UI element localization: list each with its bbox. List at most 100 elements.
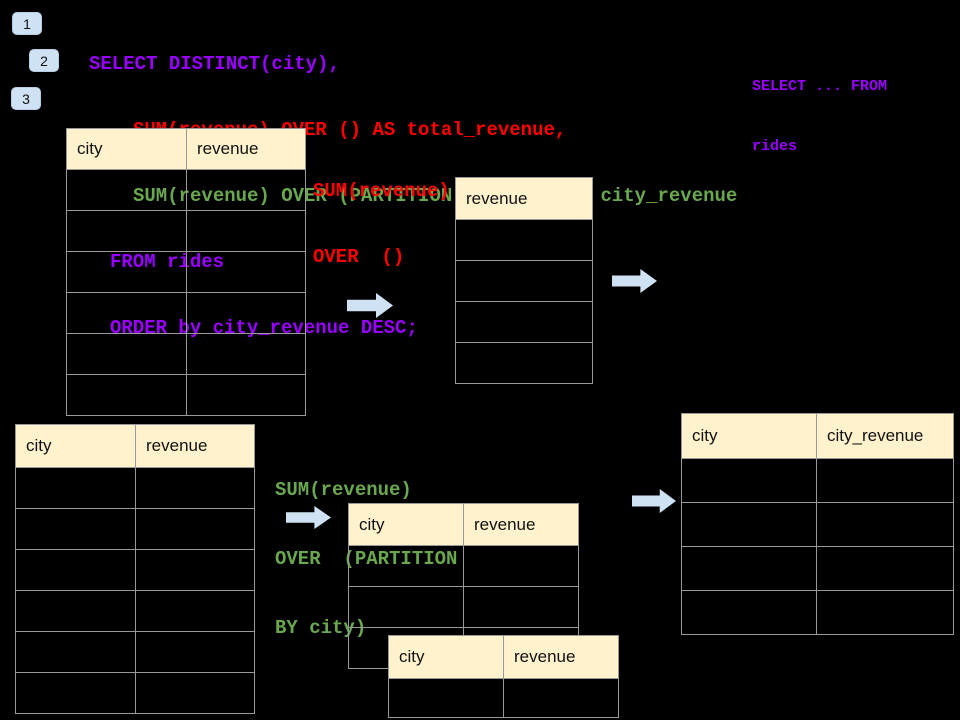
column-header-city-revenue: city_revenue xyxy=(827,426,924,445)
annotation-city-revenue: SUM(revenue) OVER (PARTITION BY city) xyxy=(275,433,457,686)
table-row xyxy=(16,672,254,713)
table-row xyxy=(16,467,254,508)
column-header-city: city xyxy=(682,414,817,458)
table-header-row: city revenue xyxy=(389,636,618,678)
table-cell xyxy=(16,550,136,590)
table-cell xyxy=(187,334,305,374)
table-cell xyxy=(682,591,817,634)
arrow-right-icon xyxy=(347,293,393,318)
table-cell xyxy=(504,679,618,717)
table-cell xyxy=(16,632,136,672)
table-cell xyxy=(349,546,464,586)
table-cell xyxy=(187,170,305,210)
table-row xyxy=(16,508,254,549)
table-header-row: city city_revenue xyxy=(682,414,953,458)
table-cell xyxy=(456,261,592,301)
table-cell xyxy=(67,334,187,374)
annotation-partition-line-3: BY city) xyxy=(275,617,367,639)
step-badge-1: 1 xyxy=(12,12,42,35)
step-badge-2: 2 xyxy=(29,49,59,72)
table-partition-front: city revenue xyxy=(348,503,579,669)
table-cell xyxy=(136,468,254,508)
arrow-right-icon xyxy=(286,506,331,529)
step-badge-3: 3 xyxy=(11,87,41,110)
table-row xyxy=(67,210,305,251)
table-cell xyxy=(817,547,953,590)
table-row xyxy=(456,260,592,301)
table-cell xyxy=(389,679,504,717)
table-cell xyxy=(456,302,592,342)
table-cell xyxy=(464,587,578,627)
column-header-revenue: revenue xyxy=(474,514,536,534)
table-cell xyxy=(349,587,464,627)
annotation-total-revenue: SUM(revenue) OVER () xyxy=(313,136,450,312)
table-row xyxy=(349,586,578,627)
table-partition-back: city revenue xyxy=(388,635,619,718)
sql-line-select: SELECT DISTINCT(city), xyxy=(89,53,340,75)
column-header-revenue: revenue xyxy=(514,647,576,666)
table-row xyxy=(389,678,618,717)
column-header-city: city xyxy=(389,636,504,678)
table-source-top: city revenue xyxy=(66,128,306,416)
table-cell xyxy=(67,293,187,333)
table-row xyxy=(349,545,578,586)
table-cell xyxy=(136,550,254,590)
table-row xyxy=(16,590,254,631)
column-header-city: city xyxy=(16,425,136,467)
table-cell xyxy=(16,509,136,549)
table-cell xyxy=(464,546,578,586)
table-cell xyxy=(187,211,305,251)
table-cell xyxy=(187,293,305,333)
table-cell xyxy=(682,459,817,502)
table-row xyxy=(67,169,305,210)
side-note: SELECT ... FROM rides xyxy=(752,37,887,197)
arrow-right-icon xyxy=(612,269,657,293)
table-row xyxy=(67,333,305,374)
table-total-revenue-result: revenue xyxy=(455,177,593,384)
table-cell xyxy=(136,632,254,672)
column-header-city: city xyxy=(349,504,464,545)
sql-line-from: FROM rides xyxy=(110,251,225,273)
table-cell xyxy=(817,503,953,546)
table-header-row: city revenue xyxy=(349,504,578,545)
table-cell xyxy=(16,468,136,508)
table-row xyxy=(456,342,592,383)
table-cell xyxy=(16,673,136,713)
table-cell xyxy=(456,220,592,260)
table-header-row: revenue xyxy=(456,178,592,219)
annotation-partition-line-2: OVER (PARTITION xyxy=(275,548,458,570)
annotation-partition-line-1: SUM(revenue) xyxy=(275,479,412,501)
annotation-total-line-2: OVER () xyxy=(313,246,405,268)
column-header-revenue: revenue xyxy=(197,139,259,158)
table-cell xyxy=(136,591,254,631)
table-row xyxy=(67,292,305,333)
table-row xyxy=(16,631,254,672)
side-note-line-2: rides xyxy=(752,138,798,155)
table-row xyxy=(456,301,592,342)
table-cell xyxy=(136,673,254,713)
table-cell xyxy=(817,459,953,502)
column-header-revenue: revenue xyxy=(466,188,528,208)
table-row xyxy=(67,251,305,292)
table-cell xyxy=(67,375,187,415)
table-row xyxy=(67,374,305,415)
table-cell xyxy=(187,375,305,415)
table-header-row: city revenue xyxy=(16,425,254,467)
table-cell xyxy=(67,252,187,292)
table-header-row: city revenue xyxy=(67,129,305,169)
table-cell xyxy=(67,170,187,210)
table-row xyxy=(682,546,953,590)
table-city-revenue-result: city city_revenue xyxy=(681,413,954,635)
table-row xyxy=(16,549,254,590)
table-row xyxy=(682,502,953,546)
arrow-right-icon xyxy=(632,489,676,513)
table-cell xyxy=(67,211,187,251)
column-header-city: city xyxy=(67,129,187,169)
table-cell xyxy=(16,591,136,631)
side-note-line-1: SELECT ... FROM xyxy=(752,78,888,95)
table-cell xyxy=(136,509,254,549)
table-cell xyxy=(187,252,305,292)
annotation-total-line-1: SUM(revenue) xyxy=(313,180,450,202)
table-row xyxy=(456,219,592,260)
